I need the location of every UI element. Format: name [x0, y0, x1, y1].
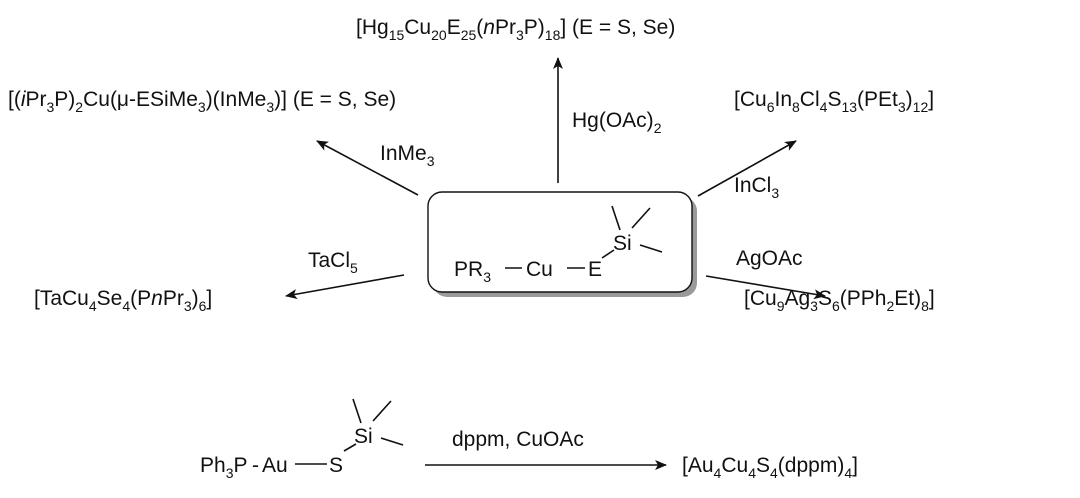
reagent-inme3: InMe3: [380, 142, 435, 169]
reagent-agoac: AgOAc: [736, 247, 803, 270]
center-box: [427, 191, 693, 293]
bond-bsi-me3: [380, 437, 404, 446]
bottom-s: S: [329, 454, 343, 477]
bottom-hyphen: -: [252, 454, 259, 477]
bottom-au: Au: [262, 454, 288, 477]
bottom-ph3p: Ph3P: [200, 454, 248, 481]
reagent-incl3: InCl3: [734, 174, 779, 201]
bond-si-me1: [611, 205, 621, 231]
bond-si-me3: [639, 244, 663, 253]
reagent-hg: Hg(OAc)2: [572, 109, 662, 136]
product-au: [Au4Cu4S4(dppm)4]: [682, 454, 858, 481]
product-tacl5: [TaCu4Se4(PnPr3)6]: [34, 287, 212, 314]
bond-si-me2: [631, 207, 651, 229]
product-agoac: [Cu9Ag3S6(PPh2Et)8]: [744, 287, 935, 314]
arrow-inme3: [316, 140, 419, 196]
center-cu: Cu: [526, 258, 553, 281]
center-pr3: PR3: [454, 258, 491, 285]
bond-bsi-me2: [372, 400, 392, 422]
reagent-tacl5: TaCl5: [308, 249, 358, 276]
arrow-incl3: [697, 140, 797, 197]
product-inme3: [(iPr3P)2Cu(μ-ESiMe3)(InMe3)] (E = S, Se…: [8, 88, 396, 115]
bond-e-si: [601, 249, 615, 259]
product-incl3: [Cu6In8Cl4S13(PEt3)12]: [734, 88, 934, 115]
product-hg: [Hg15Cu20E25(nPr3P)18] (E = S, Se): [356, 16, 675, 43]
bottom-si: Si: [354, 425, 373, 448]
center-e: E: [588, 258, 602, 281]
arrow-agoac: [705, 275, 826, 300]
center-si: Si: [613, 232, 632, 255]
bond-bsi-me1: [352, 398, 362, 424]
bond-s-si: [343, 443, 357, 452]
reagent-au: dppm, CuOAc: [452, 428, 584, 451]
arrow-tacl5: [285, 274, 405, 299]
